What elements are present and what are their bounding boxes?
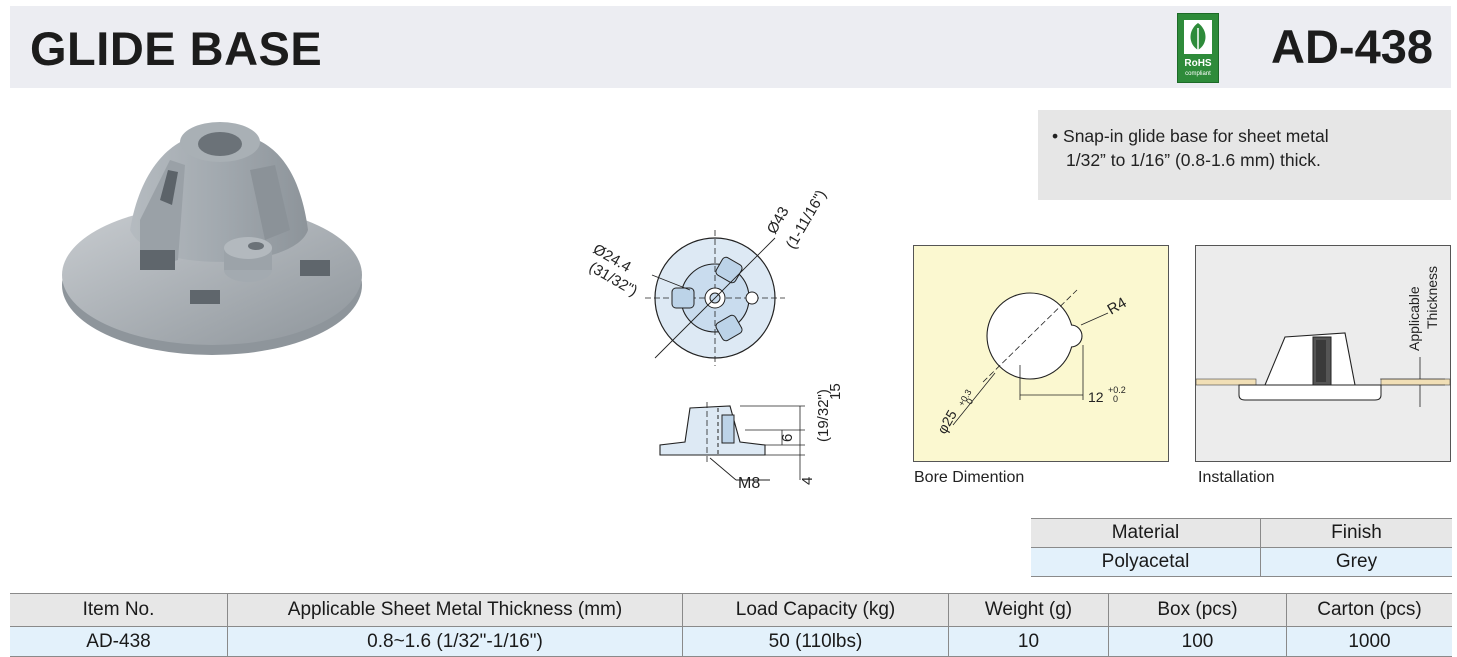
weight-header: Weight (g) [948,593,1109,627]
offset-tolerance-bottom: 0 [1113,394,1118,404]
item-no-header: Item No. [10,593,228,627]
box-header: Box (pcs) [1108,593,1287,627]
carton-header: Carton (pcs) [1286,593,1452,627]
material-value-row: Polyacetal Grey [1031,547,1452,577]
offset-tolerance-top: +0.2 [1108,385,1126,395]
product-photo [62,122,362,355]
description-box: • Snap-in glide base for sheet metal 1/3… [1038,110,1451,200]
load-header: Load Capacity (kg) [682,593,949,627]
dim-4-label: 4 [799,477,816,485]
installation-diagram: Applicable Thickness [1195,245,1451,462]
description-line-1: Snap-in glide base for sheet metal [1063,126,1329,146]
weight-cell: 10 [948,626,1109,657]
material-header: Material [1031,518,1261,548]
bore-caption: Bore Dimention [914,469,1025,486]
dim-6-label: 6 [779,434,796,442]
material-table: Material Finish Polyacetal Grey [1031,518,1452,577]
load-cell: 50 (110lbs) [682,626,949,657]
table-row: AD-438 0.8~1.6 (1/32"-1/16") 50 (110lbs)… [10,626,1452,657]
thickness-label: Thickness [1424,266,1440,329]
dimension-drawing: Ø24.4 (31/32") Ø43 (1-11/16") 15 (19/32"… [586,190,844,492]
bullet-mark: • [1052,126,1059,146]
rohs-sublabel: compliant [1185,71,1211,77]
bore-diagram: R4 12 +0.2 0 φ25 +0.3 0 [913,245,1169,462]
box-cell: 100 [1108,626,1287,657]
title-bar: GLIDE BASE RoHS compliant AD-438 [10,6,1451,88]
thread-label: M8 [738,475,760,492]
height-label: 15 [827,383,844,400]
description-line-2: 1/32” to 1/16” (0.8-1.6 mm) thick. [1066,150,1321,170]
carton-cell: 1000 [1286,626,1452,657]
item-no-cell: AD-438 [10,626,228,657]
thickness-header: Applicable Sheet Metal Thickness (mm) [227,593,683,627]
applicable-label: Applicable [1406,286,1422,351]
thickness-cell: 0.8~1.6 (1/32"-1/16") [227,626,683,657]
material-value: Polyacetal [1031,547,1261,577]
model-number: AD-438 [1271,20,1433,73]
dia-outer-inch-label: (1-11/16") [783,190,830,252]
installation-caption: Installation [1198,469,1275,486]
bore-tolerance-bottom: 0 [964,397,975,406]
spec-header-row: Item No. Applicable Sheet Metal Thicknes… [10,593,1452,627]
finish-header: Finish [1260,518,1452,548]
leaf-icon [1184,20,1212,54]
spec-table: Item No. Applicable Sheet Metal Thicknes… [10,593,1452,657]
finish-value: Grey [1260,547,1452,577]
rohs-badge: RoHS compliant [1177,13,1219,83]
rohs-label: RoHS [1184,58,1212,69]
offset-label: 12 [1088,389,1104,405]
product-title: GLIDE BASE [30,22,323,75]
height-inch-label: (19/32") [815,389,832,442]
material-header-row: Material Finish [1031,518,1452,548]
